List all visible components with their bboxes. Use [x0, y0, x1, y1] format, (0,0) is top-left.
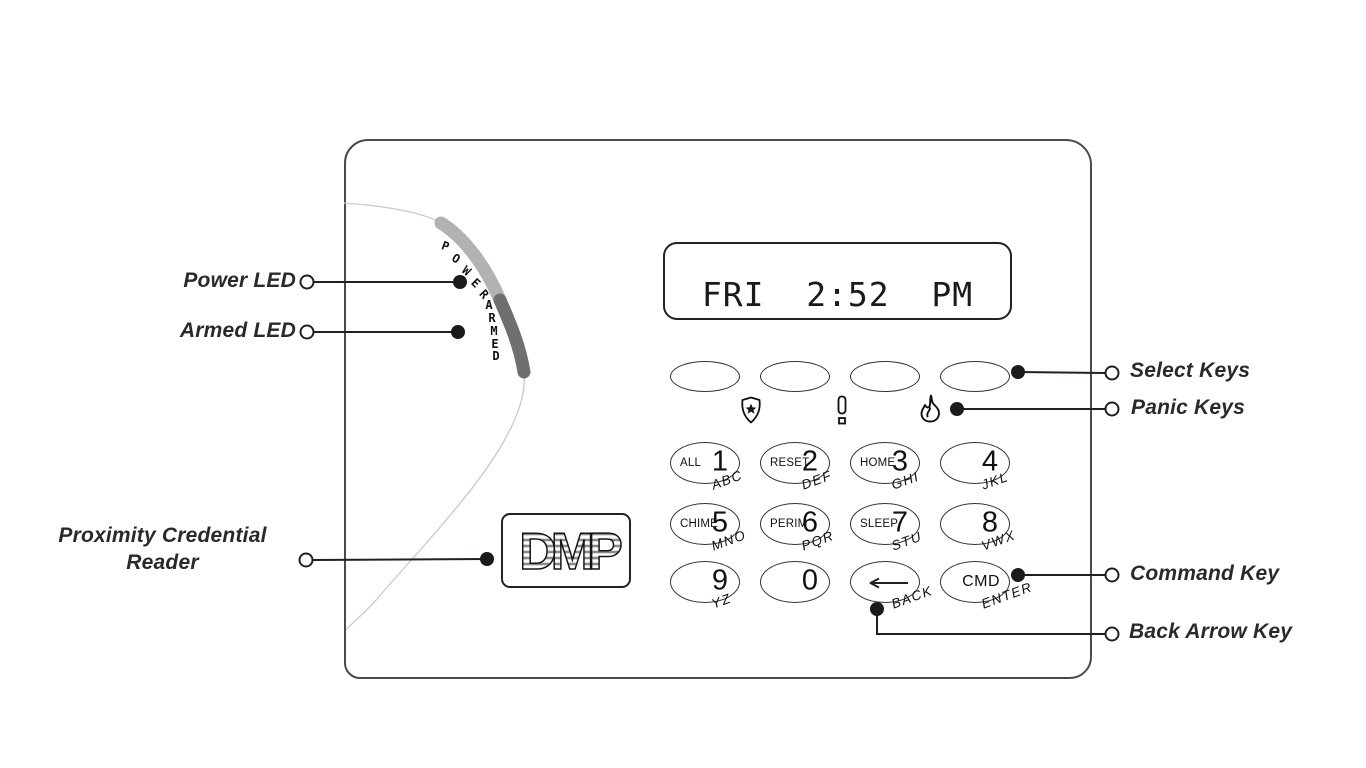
select-key-1 [670, 361, 740, 392]
lcd-display-text: FRI 2:52 PM [701, 275, 974, 314]
select-key-2 [760, 361, 830, 392]
key-digit: 2 [801, 445, 818, 478]
proximity-reader-label-line1: Proximity Credential [58, 524, 267, 547]
keypad-key-0: 0 [760, 561, 830, 603]
key-digit: 8 [981, 506, 998, 539]
keypad-key-back-arrow: BACK [850, 561, 935, 612]
key-digit: 6 [801, 506, 818, 539]
emergency-icon [837, 395, 847, 425]
armed-led-label: Armed LED [179, 319, 296, 342]
power-led-label: Power LED [183, 269, 296, 292]
proximity-reader-label-line2: Reader [126, 551, 199, 574]
key-digit: 9 [711, 564, 728, 597]
key-digit: 3 [891, 445, 908, 478]
cmd-label: CMD [962, 573, 1000, 590]
select-key-3 [850, 361, 920, 392]
key-func-label: RESET [770, 457, 810, 469]
key-digit: 1 [711, 445, 728, 478]
key-digit: 4 [981, 445, 998, 478]
key-func-label: SLEEP [860, 518, 899, 530]
key-func-label: HOME [860, 457, 896, 469]
dmp-logo-graphic: DMP [518, 522, 625, 582]
back-arrow-icon [869, 577, 908, 589]
dmp-logo-text: DMP [519, 523, 621, 581]
key-func-label: ALL [680, 457, 702, 469]
key-func-label: PERIM [770, 518, 808, 530]
key-digit: 5 [711, 506, 728, 539]
lcd-display: FRI 2:52 PM [663, 242, 1012, 320]
key-digit: 7 [891, 506, 908, 539]
back-arrow-key-label: Back Arrow Key [1129, 620, 1293, 643]
dmp-logo: DMP [501, 513, 631, 588]
select-keys-label: Select Keys [1130, 359, 1251, 382]
fire-icon [920, 394, 940, 423]
proximity-reader-label: Proximity Credential Reader [40, 522, 285, 576]
key-func-label: CHIME [680, 518, 719, 530]
panic-keys-label: Panic Keys [1131, 396, 1246, 419]
police-badge-icon [741, 396, 761, 424]
key-digit: 0 [801, 564, 818, 597]
select-key-4 [940, 361, 1010, 392]
command-key-label: Command Key [1130, 562, 1280, 585]
